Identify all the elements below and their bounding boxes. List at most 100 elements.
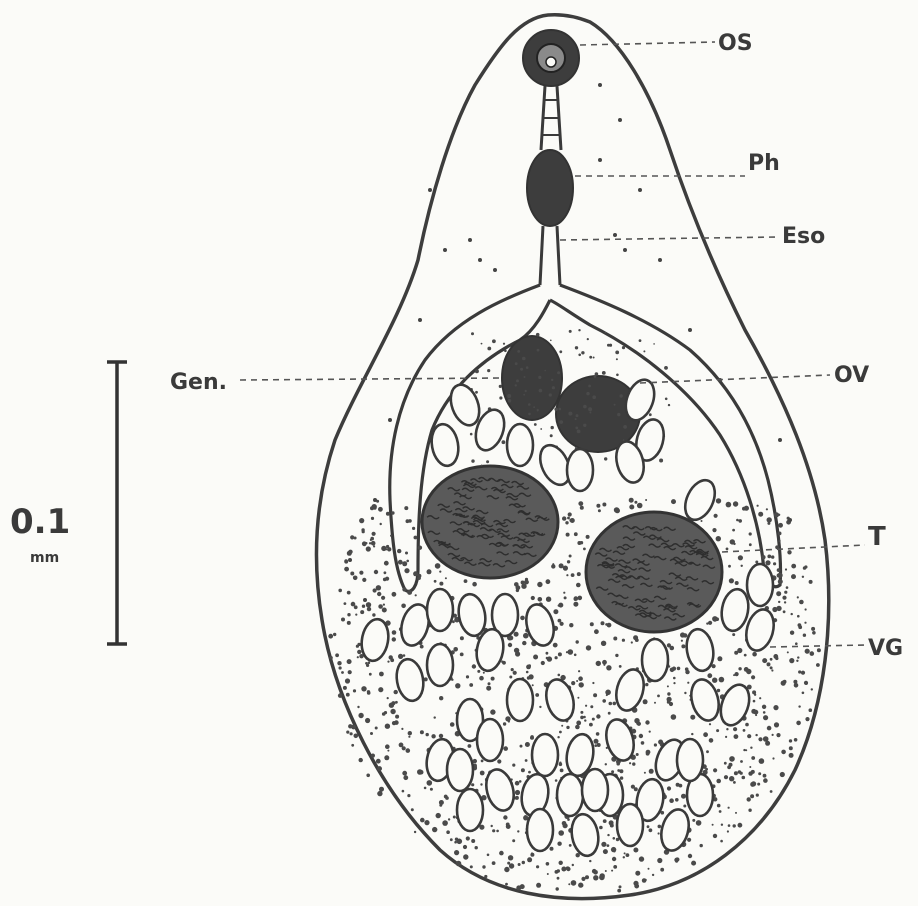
vitelline-granule (471, 332, 474, 335)
vitelline-granule (394, 720, 399, 725)
vitelline-granule (803, 634, 806, 637)
vitelline-granule (782, 596, 786, 600)
vitelline-granule (585, 875, 589, 879)
vitelline-granule (804, 622, 806, 624)
vitelline-granule (463, 854, 468, 859)
vitelline-granule (766, 508, 768, 510)
vitelline-granule (597, 743, 601, 747)
vitelline-granule (354, 605, 358, 609)
vitelline-granule (405, 552, 408, 555)
vitelline-granule (567, 517, 570, 520)
vitelline-granule (574, 654, 577, 657)
vitelline-granule (681, 640, 683, 642)
vitelline-granule (703, 732, 708, 737)
vitelline-granule (526, 366, 529, 369)
vitelline-granule (492, 861, 496, 865)
vitelline-granule (477, 670, 480, 673)
vitelline-granule (752, 690, 756, 694)
vitelline-granule (593, 693, 597, 697)
vitelline-granule (688, 854, 692, 858)
egg (612, 666, 648, 713)
vitelline-granule (586, 392, 589, 395)
vitelline-granule (801, 671, 805, 675)
vitelline-granule (338, 589, 342, 593)
vitelline-granule (491, 825, 493, 827)
vitelline-granule (398, 654, 403, 659)
vitelline-granule (528, 664, 531, 667)
vitelline-granule (789, 739, 792, 742)
vitelline-granule (420, 818, 425, 823)
tegument-dot (618, 118, 622, 122)
vitelline-granule (616, 762, 620, 766)
vitelline-granule (719, 810, 722, 813)
vitelline-granule (629, 498, 634, 503)
vitelline-granule (502, 440, 506, 444)
vitelline-granule (592, 718, 595, 721)
vitelline-granule (667, 692, 670, 695)
vitelline-granule (735, 672, 739, 676)
vitelline-granule (645, 683, 648, 686)
vitelline-granule (747, 797, 751, 801)
vitelline-granule (567, 818, 570, 821)
vitelline-granule (668, 404, 670, 406)
vitelline-granule (613, 837, 616, 840)
vitelline-granule (617, 889, 621, 893)
vitelline-granule (602, 503, 606, 507)
vitelline-granule (570, 518, 575, 523)
vitelline-granule (511, 668, 514, 671)
vitelline-granule (791, 613, 793, 615)
vitelline-granule (414, 831, 416, 833)
vitelline-granule (385, 548, 387, 550)
vitelline-granule (789, 658, 794, 663)
vitelline-granule (707, 673, 712, 678)
vitelline-granule (366, 546, 371, 551)
vitelline-granule (574, 598, 577, 601)
vitelline-granule (338, 693, 343, 698)
vitelline-granule (576, 721, 581, 726)
vitelline-granule (579, 682, 584, 687)
vitelline-granule (571, 880, 577, 886)
vitelline-granule (709, 738, 714, 743)
vitelline-granule (417, 574, 421, 578)
vitelline-granule (580, 711, 583, 714)
vitelline-granule (622, 639, 625, 642)
vitelline-granule (667, 643, 671, 647)
vitelline-granule (487, 347, 491, 351)
vitelline-granule (728, 807, 730, 809)
vitelline-granule (395, 715, 399, 719)
vitelline-granule (767, 726, 772, 731)
vitelline-granule (506, 824, 511, 829)
egg (507, 679, 533, 721)
vitelline-granule (738, 519, 742, 523)
vitelline-granule (767, 555, 771, 559)
vitelline-granule (634, 501, 637, 504)
vitelline-granule (602, 660, 607, 665)
vitelline-granule (714, 514, 718, 518)
vitelline-granule (564, 596, 567, 599)
vitelline-granule (453, 816, 456, 819)
vitelline-granule (578, 676, 583, 681)
vitelline-granule (499, 396, 502, 399)
vitelline-granule (384, 561, 389, 566)
vitelline-granule (748, 809, 751, 812)
vitelline-granule (560, 769, 564, 773)
vitelline-granule (391, 511, 394, 514)
vitelline-granule (787, 651, 789, 653)
vitelline-granule (539, 389, 543, 393)
vitelline-granule (341, 671, 344, 674)
tegument-dot (443, 248, 447, 252)
vitelline-granule (466, 675, 469, 678)
vitelline-granule (563, 566, 568, 571)
vitelline-granule (480, 783, 482, 785)
vitelline-granule (614, 507, 620, 513)
vitelline-granule (691, 733, 693, 735)
vitelline-granule (721, 824, 723, 826)
tegument-dot (493, 268, 497, 272)
vitelline-granule (475, 846, 478, 849)
vitelline-granule (571, 573, 575, 577)
vitelline-granule (745, 723, 749, 727)
vitelline-granule (387, 547, 391, 551)
vitelline-granule (691, 861, 696, 866)
vitelline-granule (776, 606, 781, 611)
vitelline-granule (385, 744, 390, 749)
